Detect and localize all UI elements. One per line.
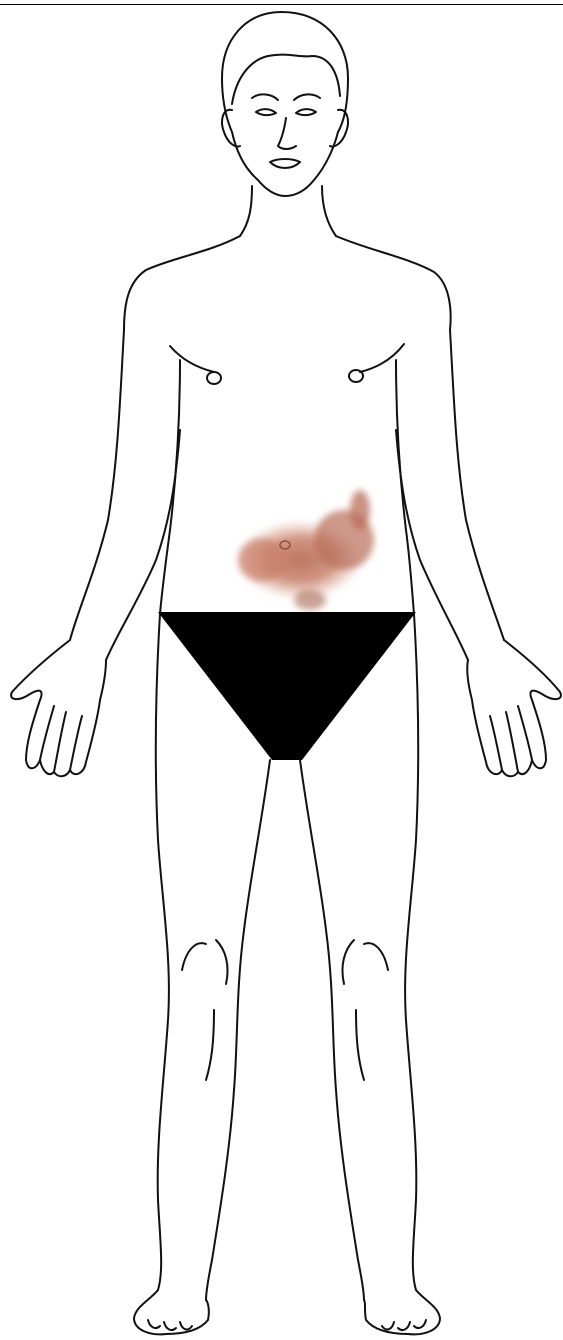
- right-finger-lines: [490, 706, 532, 772]
- right-arm-inner: [396, 430, 468, 660]
- neck-left: [240, 186, 252, 236]
- hair-line: [232, 55, 340, 104]
- left-pec: [170, 346, 214, 372]
- left-eye: [256, 109, 276, 115]
- left-leg-inner: [206, 760, 270, 1300]
- right-knee: [342, 940, 388, 984]
- left-torso-side: [160, 360, 180, 614]
- nose: [278, 118, 296, 149]
- censor-triangle: [158, 612, 416, 760]
- right-leg-inner: [300, 760, 364, 1300]
- neck-right: [322, 186, 336, 236]
- right-shin-line: [356, 1010, 364, 1080]
- left-shoulder: [124, 236, 240, 330]
- left-finger-lines: [40, 706, 82, 772]
- right-arm-outer: [450, 330, 504, 640]
- left-arm-outer: [70, 330, 124, 640]
- right-nipple: [349, 370, 363, 382]
- left-toes: [148, 1320, 192, 1330]
- right-foot: [364, 1290, 440, 1334]
- left-foot: [134, 1290, 209, 1334]
- left-hand: [11, 640, 106, 776]
- right-eyebrow: [294, 94, 320, 100]
- right-shoulder: [336, 236, 451, 330]
- right-toes: [382, 1320, 426, 1330]
- left-eyebrow: [252, 94, 278, 100]
- left-knee: [182, 940, 228, 984]
- right-leg-outer: [405, 614, 418, 1290]
- left-leg-outer: [156, 614, 169, 1290]
- right-pec: [360, 344, 404, 372]
- left-shin-line: [206, 1010, 214, 1080]
- right-torso-side: [396, 360, 414, 614]
- left-nipple: [207, 372, 221, 384]
- right-eye: [296, 109, 316, 115]
- mouth: [270, 159, 300, 168]
- abdominal-lesion: [238, 490, 374, 610]
